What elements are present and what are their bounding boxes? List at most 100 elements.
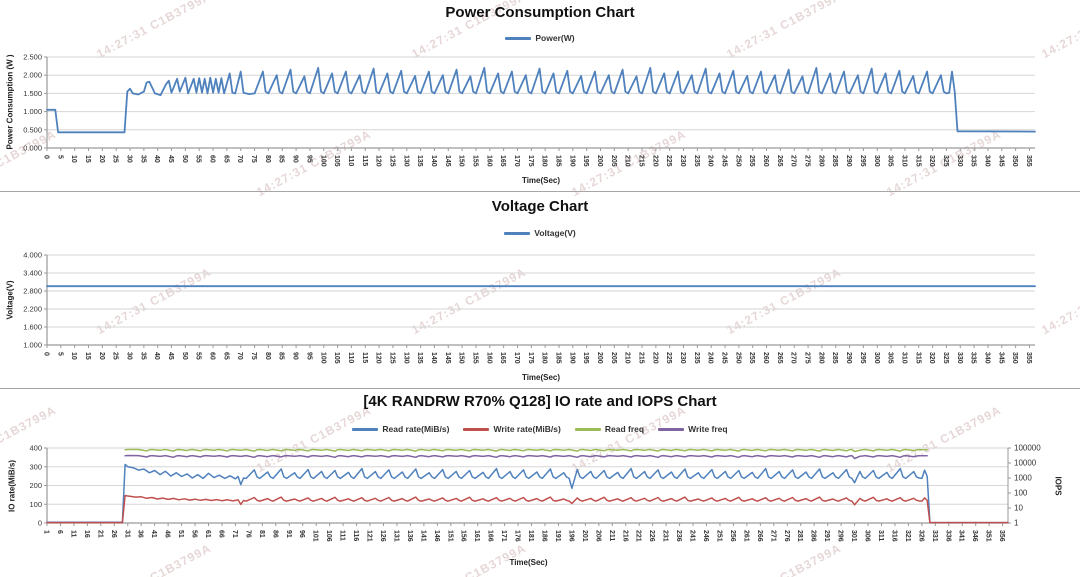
- tick-label: 286: [810, 530, 817, 542]
- tick-label: 220: [651, 155, 658, 167]
- io-x-axis-title: Time(Sec): [509, 558, 548, 567]
- tick-label: 180: [541, 155, 548, 167]
- tick-label: 155: [471, 352, 478, 364]
- tick-label: 260: [762, 352, 769, 364]
- tick-label: 181: [527, 530, 534, 542]
- tick-label: 325: [942, 352, 949, 364]
- tick-label: 290: [845, 352, 852, 364]
- tick-label: 1000: [1014, 474, 1032, 483]
- series-read-freq: [124, 448, 928, 453]
- tick-label: 61: [204, 530, 211, 538]
- tick-label: 35: [139, 155, 146, 163]
- tick-label: 2.000: [23, 71, 42, 80]
- tick-label: 305: [887, 155, 894, 167]
- tick-label: 316: [890, 530, 897, 542]
- tick-label: 311: [877, 530, 884, 541]
- tick-label: 346: [971, 530, 978, 542]
- tick-label: 330: [956, 155, 963, 167]
- tick-label: 41: [150, 530, 157, 538]
- tick-label: 285: [831, 352, 838, 364]
- power-line-swatch: [505, 36, 532, 40]
- tick-label: 125: [388, 155, 395, 167]
- tick-label: 270: [790, 155, 797, 167]
- tick-label: 120: [375, 352, 382, 364]
- tick-label: 110: [347, 155, 354, 166]
- tick-label: 0.500: [23, 125, 42, 134]
- power-x-axis-title: Time(Sec): [521, 176, 561, 185]
- tick-label: 50: [181, 352, 188, 360]
- tick-label: 245: [721, 352, 728, 364]
- tick-label: 191: [554, 530, 561, 542]
- tick-label: 345: [997, 352, 1004, 364]
- tick-label: 151: [446, 530, 453, 542]
- tick-label: 1.500: [23, 89, 42, 98]
- tick-label: 236: [675, 530, 682, 542]
- tick-label: 10000: [1014, 459, 1037, 468]
- tick-label: 231: [662, 530, 669, 542]
- tick-label: 40: [153, 155, 160, 163]
- legend-label: Voltage(V): [534, 228, 576, 238]
- tick-label: 100: [1014, 489, 1028, 498]
- tick-label: 300: [873, 155, 880, 167]
- tick-label: 265: [776, 352, 783, 364]
- write-freq-line-swatch: [658, 427, 685, 431]
- tick-label: 10: [70, 155, 77, 163]
- tick-label: 140: [430, 155, 437, 167]
- tick-label: 230: [679, 155, 686, 167]
- voltage-line-swatch: [504, 231, 531, 235]
- tick-label: 46: [164, 530, 171, 538]
- tick-label: 70: [236, 155, 243, 163]
- tick-label: 30: [126, 155, 133, 163]
- legend-item-power: Power(W): [505, 33, 575, 43]
- tick-label: 25: [112, 155, 119, 163]
- tick-label: 145: [444, 155, 451, 167]
- tick-label: 266: [756, 530, 763, 542]
- tick-label: 26: [110, 530, 117, 538]
- tick-label: 196: [567, 530, 574, 542]
- tick-label: 81: [258, 530, 265, 538]
- voltage-chart-title: Voltage Chart: [491, 198, 589, 215]
- panel-separator: [0, 388, 1080, 389]
- tick-label: 101: [312, 530, 319, 542]
- tick-label: 355: [1025, 352, 1032, 364]
- tick-label: 45: [167, 155, 174, 163]
- tick-label: 161: [473, 530, 480, 542]
- voltage-y-axis-title: Voltage(V): [5, 280, 15, 320]
- tick-label: 275: [804, 352, 811, 364]
- tick-label: 76: [244, 530, 251, 538]
- tick-label: 320: [928, 155, 935, 167]
- tick-label: 155: [471, 155, 478, 167]
- tick-label: 4.000: [23, 251, 42, 260]
- tick-label: 135: [416, 155, 423, 167]
- tick-label: 296: [837, 530, 844, 542]
- tick-label: 331: [931, 530, 938, 542]
- io-y-axis-title: IO rate(MiB/s): [7, 459, 17, 513]
- tick-label: 0.000: [23, 144, 42, 153]
- tick-label: 15: [84, 155, 91, 163]
- tick-label: 355: [1025, 155, 1032, 167]
- tick-label: 215: [638, 155, 645, 167]
- tick-label: 195: [582, 352, 589, 364]
- tick-label: 11: [69, 530, 76, 538]
- tick-label: 130: [402, 352, 409, 364]
- tick-label: 195: [582, 155, 589, 167]
- tick-label: 356: [998, 530, 1005, 542]
- write-rate-line-swatch: [463, 427, 490, 431]
- tick-label: 281: [796, 530, 803, 542]
- tick-label: 160: [485, 352, 492, 364]
- tick-label: 190: [568, 155, 575, 167]
- tick-label: 295: [859, 352, 866, 364]
- tick-label: 170: [513, 352, 520, 364]
- tick-label: 166: [487, 530, 494, 542]
- tick-label: 120: [375, 155, 382, 167]
- tick-label: 240: [707, 155, 714, 167]
- tick-label: 130: [402, 155, 409, 167]
- tick-label: 280: [817, 155, 824, 167]
- tick-label: 106: [325, 530, 332, 542]
- tick-label: 321: [904, 530, 911, 542]
- tick-label: 165: [499, 352, 506, 364]
- tick-label: 70: [236, 352, 243, 360]
- legend-item-voltage: Voltage(V): [504, 228, 576, 238]
- tick-label: 255: [748, 155, 755, 167]
